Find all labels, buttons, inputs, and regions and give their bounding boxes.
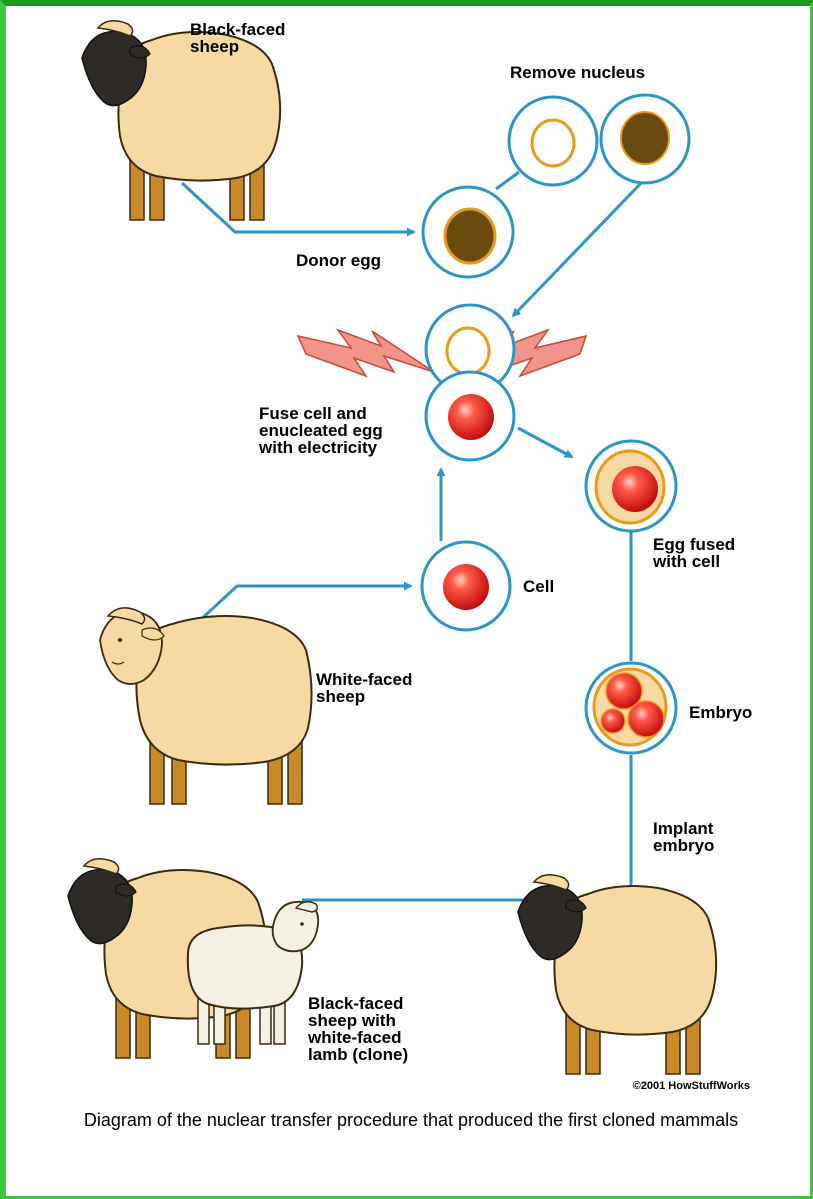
remove-nucleus-empty-cell-icon: [509, 97, 597, 185]
label-black-faced-sheep-with-lamb: Black-faced sheep with white-faced lamb …: [308, 995, 408, 1063]
label-donor-egg: Donor egg: [296, 252, 381, 269]
removed-nucleus-cell-icon: [601, 95, 689, 183]
black-faced-surrogate-sheep-icon: [518, 875, 716, 1074]
link-remove-nucleus-to-donor-egg: [496, 172, 519, 189]
label-implant-embryo: Implant embryo: [653, 820, 714, 854]
label-embryo: Embryo: [689, 704, 752, 721]
donor-egg-cell-icon: [423, 187, 513, 277]
nuclear-transfer-diagram: [6, 6, 813, 1196]
label-fuse-cell: Fuse cell and enucleated egg with electr…: [259, 405, 383, 456]
arrow-sheep-to-donor-egg: [182, 183, 414, 232]
fuse-cell-icon: [426, 372, 514, 460]
connector-arrows: [182, 172, 644, 916]
label-remove-nucleus: Remove nucleus: [510, 64, 645, 81]
label-cell: Cell: [523, 578, 554, 595]
copyright-credit: ©2001 HowStuffWorks: [633, 1080, 750, 1092]
arrow-nucleus-to-fuse: [513, 180, 644, 316]
diagram-caption: Diagram of the nuclear transfer procedur…: [46, 1104, 776, 1137]
label-egg-fused: Egg fused with cell: [653, 536, 735, 570]
arrow-fuse-to-egg-fused: [518, 428, 572, 457]
egg-fused-with-cell-icon: [586, 441, 676, 531]
embryo-cell-icon: [586, 663, 676, 753]
label-black-faced-sheep: Black-faced sheep: [190, 21, 285, 55]
label-white-faced-sheep: White-faced sheep: [316, 671, 412, 705]
donor-cell-icon: [422, 542, 510, 630]
electric-spark-left-icon: [298, 330, 434, 376]
white-faced-sheep-icon: [100, 608, 312, 804]
